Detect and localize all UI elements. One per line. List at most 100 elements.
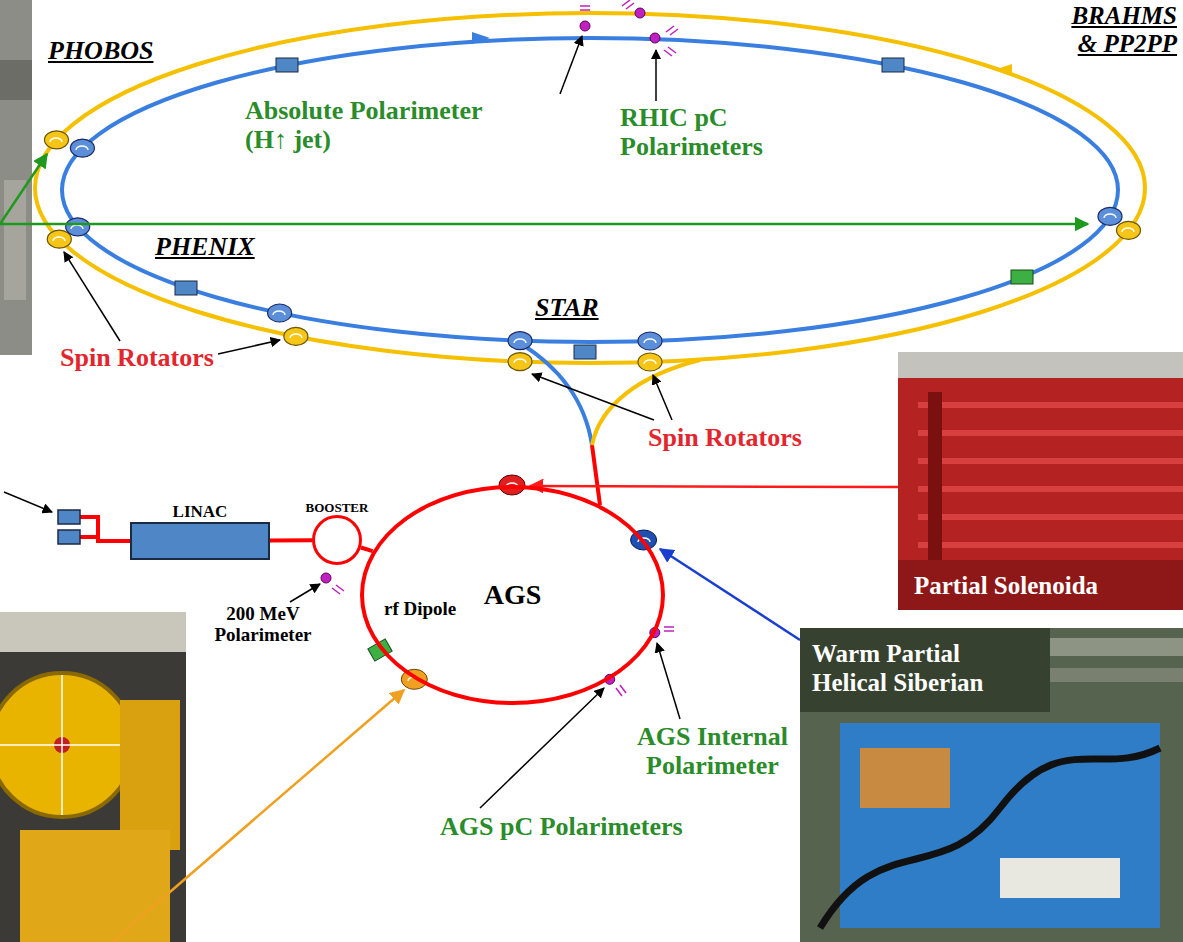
leader-arrow bbox=[64, 252, 120, 341]
ags-devices bbox=[321, 475, 674, 696]
blue-ring bbox=[62, 38, 1118, 342]
photo-detail bbox=[918, 486, 1183, 492]
photo-detail bbox=[898, 352, 1183, 378]
experiment-name: PHOBOS bbox=[48, 36, 153, 65]
snake-arc bbox=[1122, 228, 1134, 232]
rf-dipole bbox=[368, 639, 392, 661]
snake-symbol bbox=[631, 530, 657, 550]
photo-bottom-left bbox=[0, 612, 186, 942]
snake-arc bbox=[71, 225, 83, 229]
photo-detail bbox=[800, 628, 1050, 712]
green-pointer bbox=[0, 223, 1088, 226]
snake-arc bbox=[514, 339, 526, 343]
polarimeter-dot bbox=[321, 573, 331, 583]
photo-fragment bbox=[0, 0, 32, 355]
direction-arrow bbox=[472, 32, 490, 44]
snake-arc bbox=[1104, 214, 1116, 218]
linac-box: LINAC bbox=[130, 522, 270, 560]
leader-arrow bbox=[218, 340, 280, 354]
snake-symbol bbox=[401, 669, 427, 689]
snake-symbol bbox=[70, 139, 94, 157]
snake-arc bbox=[408, 677, 420, 681]
transfer-line bbox=[592, 445, 600, 505]
snake-photo: Warm Partial Helical Siberian bbox=[800, 628, 1183, 942]
magnet bbox=[276, 58, 298, 72]
polarimeter-mark bbox=[622, 0, 678, 56]
leader-arrow bbox=[653, 375, 672, 420]
experiment-name: STAR bbox=[535, 293, 599, 322]
snake-arc bbox=[644, 339, 656, 343]
rotator-label: Spin Rotators bbox=[648, 423, 802, 452]
beam-line bbox=[361, 547, 373, 551]
polarimeter-mark bbox=[580, 6, 590, 10]
photo-detail bbox=[840, 723, 1160, 928]
source-line bbox=[80, 517, 130, 541]
photo-detail bbox=[898, 378, 1183, 610]
leader-arrow bbox=[532, 374, 654, 420]
snake-symbol bbox=[1098, 207, 1122, 225]
snake-arcs bbox=[50, 138, 1134, 364]
node-text: LINAC bbox=[102, 502, 298, 521]
photo-detail bbox=[0, 612, 186, 652]
ion-source bbox=[58, 510, 80, 524]
magnet bbox=[1011, 270, 1033, 284]
snake-arc bbox=[290, 334, 302, 338]
photo-detail bbox=[0, 744, 132, 746]
polarimeter-label: RHIC pC Polarimeters bbox=[620, 103, 850, 161]
snake-symbol bbox=[638, 332, 662, 350]
photo-detail bbox=[120, 700, 180, 850]
polarimeter-label: AGS pC Polarimeters bbox=[440, 812, 683, 841]
green-pointer bbox=[0, 154, 47, 224]
snake-symbol bbox=[508, 332, 532, 350]
photo-detail bbox=[1050, 668, 1183, 682]
snake-arc bbox=[638, 538, 650, 542]
snake-symbol bbox=[47, 230, 71, 248]
photo-detail bbox=[918, 514, 1183, 520]
photo-detail bbox=[928, 392, 942, 562]
polarimeter-dot bbox=[650, 33, 660, 43]
snake-photo: Partial Solenoida bbox=[898, 352, 1183, 610]
polarimeter-disk bbox=[0, 673, 134, 817]
photo-detail bbox=[918, 430, 1183, 436]
photo-top-left bbox=[0, 0, 32, 355]
blue-pointer bbox=[660, 549, 800, 640]
snake-symbol bbox=[1117, 221, 1141, 239]
node-text: AGS bbox=[484, 579, 542, 610]
red-pointer bbox=[530, 486, 898, 487]
ags-ring: AGS bbox=[360, 485, 665, 705]
node-text: Warm Partial Helical Siberian bbox=[812, 640, 1037, 698]
snake-symbol bbox=[268, 304, 292, 322]
polarimeter-label: AGS Internal Polarimeter bbox=[630, 722, 795, 780]
snake-symbol bbox=[284, 327, 308, 345]
snake-arc bbox=[50, 138, 62, 142]
snake-arc bbox=[273, 311, 285, 315]
photo-detail bbox=[800, 628, 1183, 942]
photo-detail bbox=[898, 560, 1183, 610]
rotator-label: Spin Rotators bbox=[60, 343, 214, 372]
photo-detail bbox=[1000, 858, 1120, 898]
orange-pointer bbox=[112, 690, 404, 942]
photo-detail bbox=[4, 180, 26, 300]
node-text: BOOSTER bbox=[270, 501, 404, 516]
photo-detail bbox=[820, 748, 1160, 928]
magnet bbox=[175, 281, 197, 295]
magnet bbox=[574, 345, 596, 359]
snake-arc bbox=[53, 237, 65, 241]
experiment-name: PHENIX bbox=[155, 232, 255, 261]
photo-detail bbox=[0, 60, 32, 100]
snake-symbol bbox=[508, 353, 532, 371]
leader-arrow bbox=[560, 36, 582, 94]
polarimeter-dot bbox=[605, 674, 615, 684]
leader-arrow bbox=[480, 688, 604, 808]
photo-detail bbox=[918, 542, 1183, 548]
node-text: Partial Solenoida bbox=[914, 572, 1098, 600]
polarimeter-dot bbox=[580, 21, 590, 31]
snake-arc bbox=[644, 360, 656, 364]
polarimeter-dot bbox=[635, 8, 645, 18]
polarimeter-dot bbox=[650, 628, 660, 638]
snake-symbol bbox=[45, 131, 69, 149]
leader-arrow bbox=[290, 584, 320, 602]
magnet bbox=[882, 58, 904, 72]
device-label: rf Dipole bbox=[384, 598, 456, 619]
